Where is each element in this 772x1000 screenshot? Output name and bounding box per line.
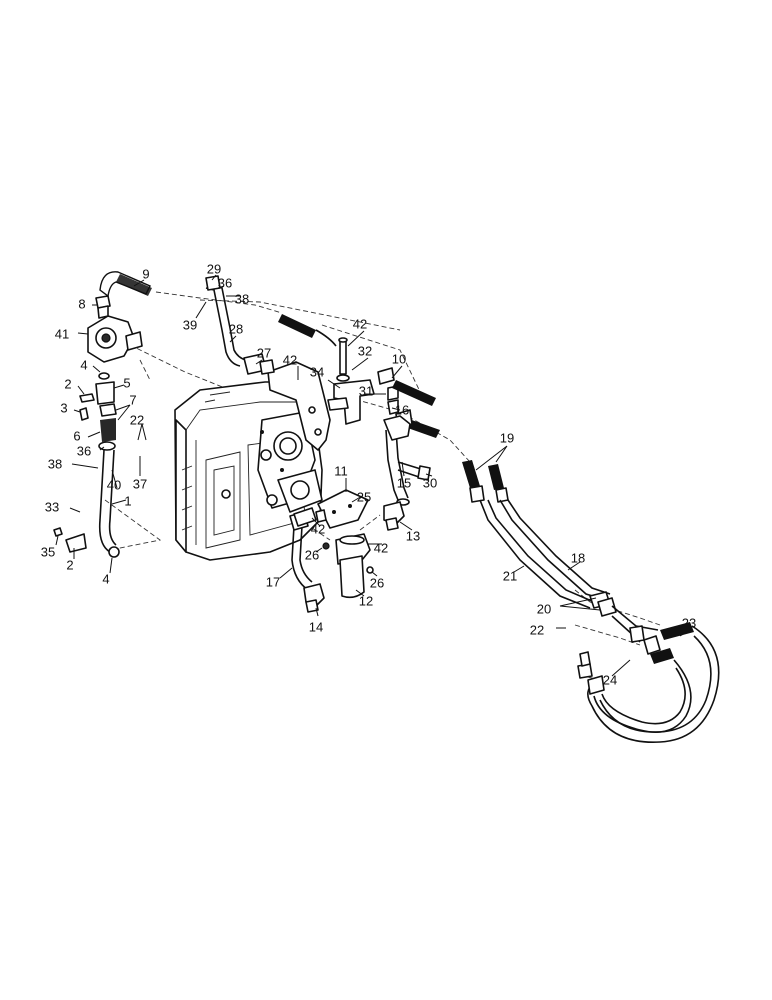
callout-36: 36 bbox=[77, 443, 91, 458]
callout-29: 29 bbox=[207, 261, 221, 276]
callout-22: 22 bbox=[130, 412, 144, 427]
callout-42: 42 bbox=[353, 316, 367, 331]
callout-21: 21 bbox=[503, 568, 517, 583]
callout-11: 11 bbox=[334, 463, 348, 478]
callout-15: 15 bbox=[397, 475, 411, 490]
callout-32: 32 bbox=[358, 343, 372, 358]
callout-35: 35 bbox=[41, 544, 55, 559]
callout-9: 9 bbox=[142, 266, 149, 281]
callout-34: 34 bbox=[310, 364, 324, 379]
callout-24: 24 bbox=[603, 672, 617, 687]
callout-39: 39 bbox=[183, 317, 197, 332]
tubes-18-21 bbox=[479, 499, 617, 617]
callout-4: 4 bbox=[80, 357, 87, 372]
tube-15 bbox=[383, 415, 411, 506]
transmission-housing bbox=[174, 381, 323, 561]
callout-38: 38 bbox=[235, 291, 249, 306]
callout-26: 26 bbox=[305, 547, 319, 562]
callout-4: 4 bbox=[102, 571, 109, 586]
callout-18: 18 bbox=[571, 550, 585, 565]
callout-40: 40 bbox=[107, 477, 121, 492]
pump-fitting-8 bbox=[95, 295, 111, 319]
callout-42: 42 bbox=[283, 352, 297, 367]
pressure-hose-upper bbox=[278, 314, 337, 347]
callout-23: 23 bbox=[682, 615, 696, 630]
callout-17: 17 bbox=[266, 574, 280, 589]
callout-27: 27 bbox=[257, 345, 271, 360]
callout-42: 42 bbox=[374, 540, 388, 555]
callout-2: 2 bbox=[64, 376, 71, 391]
callout-26: 26 bbox=[370, 575, 384, 590]
coiled-hoses bbox=[577, 605, 720, 743]
fitting-42-lower bbox=[293, 507, 327, 527]
callout-12: 12 bbox=[359, 593, 373, 608]
callout-20: 20 bbox=[537, 601, 551, 616]
mounting-bracket bbox=[267, 361, 331, 451]
bracket-34 bbox=[327, 379, 375, 425]
clamp-2 bbox=[53, 527, 87, 553]
callout-7: 7 bbox=[129, 392, 136, 407]
callout-30: 30 bbox=[423, 475, 437, 490]
callout-2: 2 bbox=[66, 557, 73, 572]
hydraulic-pump bbox=[87, 315, 143, 363]
callout-42: 42 bbox=[311, 521, 325, 536]
callout-13: 13 bbox=[406, 528, 420, 543]
suction-tube-1 bbox=[98, 449, 120, 558]
bolt-42 bbox=[336, 337, 350, 382]
callout-37: 37 bbox=[133, 476, 147, 491]
callout-1: 1 bbox=[124, 493, 131, 508]
leader-lines bbox=[55, 274, 691, 677]
callout-36: 36 bbox=[218, 275, 232, 290]
callout-31: 31 bbox=[359, 383, 373, 398]
return-tube-28 bbox=[205, 275, 275, 375]
suction-parts bbox=[79, 372, 117, 451]
callout-38: 38 bbox=[48, 456, 62, 471]
callout-10: 10 bbox=[392, 351, 406, 366]
hoses-19 bbox=[462, 460, 509, 503]
washers-26 bbox=[322, 542, 374, 574]
callout-28: 28 bbox=[229, 321, 243, 336]
filter-12 bbox=[335, 533, 371, 599]
callout-41: 41 bbox=[55, 326, 69, 341]
callout-8: 8 bbox=[78, 296, 85, 311]
callout-16: 16 bbox=[395, 402, 409, 417]
callout-19: 19 bbox=[500, 430, 514, 445]
elbow-13 bbox=[383, 501, 405, 531]
callout-14: 14 bbox=[309, 619, 323, 634]
callout-25: 25 bbox=[357, 489, 371, 504]
callout-5: 5 bbox=[123, 375, 130, 390]
callout-22: 22 bbox=[530, 622, 544, 637]
callout-3: 3 bbox=[60, 400, 67, 415]
hose-9 bbox=[99, 271, 152, 298]
callout-33: 33 bbox=[45, 499, 59, 514]
callout-6: 6 bbox=[73, 428, 80, 443]
